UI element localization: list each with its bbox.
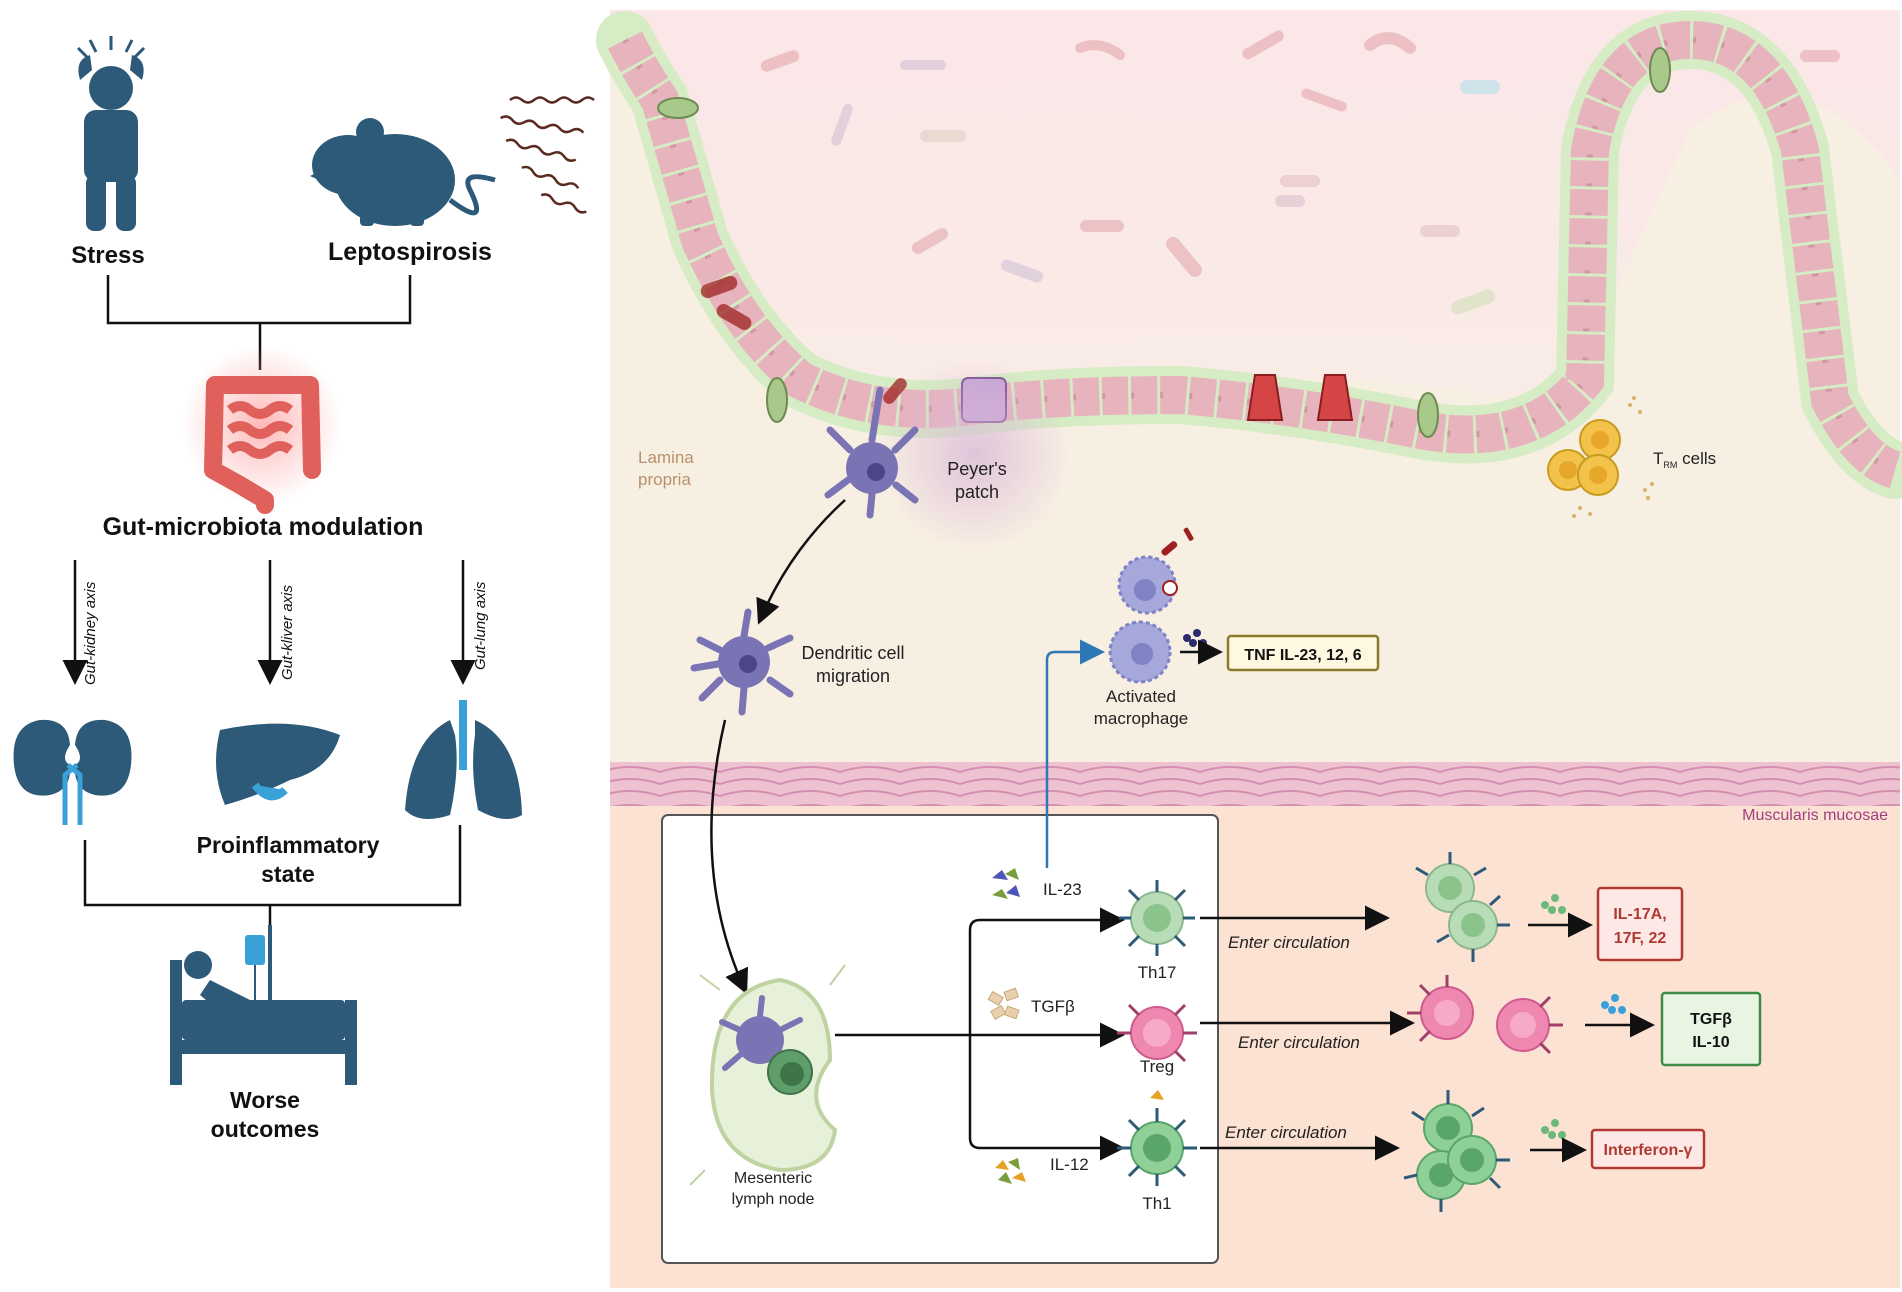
- gut-lung-axis-label: Gut-lung axis: [472, 581, 489, 670]
- th17-cytokine-label-1: IL-17A,: [1613, 906, 1666, 923]
- mouse-icon: [310, 118, 496, 226]
- gut-kidney-axis-label: Gut-kidney axis: [82, 581, 99, 685]
- activated-macrophage: [1108, 527, 1207, 684]
- dc-migration-label-2: migration: [816, 666, 890, 686]
- lamina-propria-label-1: Lamina: [638, 448, 694, 467]
- gut-icon: [182, 345, 342, 514]
- il12-cytokine-icon: [995, 1158, 1026, 1184]
- dc-to-lymph-node-arrow: [710, 719, 749, 995]
- activated-macrophage-label-1: Activated: [1106, 687, 1176, 706]
- il12-label: IL-12: [1050, 1155, 1089, 1174]
- tnf-cytokine-box: [1226, 634, 1380, 672]
- trm-cells: [1547, 396, 1654, 518]
- axis-arrows: [62, 560, 476, 685]
- circulation-arrows: [1200, 905, 1415, 1161]
- liver-icon: [216, 723, 340, 805]
- lumen-bacteria: [700, 30, 1840, 404]
- th1-cytokine-label: Interferon-γ: [1604, 1142, 1693, 1159]
- lungs-icon: [405, 700, 522, 819]
- worse-outcomes-label-2: outcomes: [211, 1116, 320, 1142]
- dc-migration-arrow-1: [756, 499, 846, 625]
- treg-label: Treg: [1140, 1057, 1174, 1076]
- muscularis-layer: [610, 762, 1900, 806]
- gut-liver-axis-label: Gut-kliver axis: [279, 584, 296, 680]
- th17-label: Th17: [1138, 963, 1177, 982]
- circulating-th17-cells: [1415, 852, 1566, 962]
- il23-to-macrophage-arrow: [1045, 639, 1105, 868]
- differentiation-arrows: [835, 907, 1125, 1161]
- il23-cytokine-icon: [992, 868, 1020, 899]
- peyers-patch-label-2: patch: [955, 482, 999, 502]
- kidney-icon: [13, 719, 132, 825]
- activated-macrophage-label-2: macrophage: [1094, 709, 1189, 728]
- patient-bed-icon: [170, 925, 357, 1085]
- proinflammatory-label-1: Proinflammatory: [197, 832, 380, 858]
- muscularis-mucosae-label: Muscularis mucosae: [1742, 807, 1888, 824]
- spirochete-icons: [499, 96, 595, 214]
- stress-label: Stress: [71, 242, 144, 269]
- mesenteric-lymph-node-icon: [689, 964, 846, 1186]
- peyers-patch-glow: [880, 360, 1070, 550]
- th17-cytokine-label-2: 17F, 22: [1614, 930, 1667, 947]
- enter-circulation-label-th17: Enter circulation: [1228, 933, 1350, 952]
- tnf-cytokine-label: TNF IL-23, 12, 6: [1244, 647, 1361, 664]
- th17-cell: [1119, 880, 1195, 956]
- dendritic-cell-migrating: [690, 608, 794, 716]
- enter-circulation-label-treg: Enter circulation: [1238, 1033, 1360, 1052]
- th1-cell: [1117, 1090, 1197, 1186]
- treg-cytokine-label-2: IL-10: [1692, 1034, 1729, 1051]
- leptospirosis-label: Leptospirosis: [328, 238, 492, 266]
- tgfb-label: TGFβ: [1031, 997, 1075, 1016]
- gut-microbiota-modulation-label: Gut-microbiota modulation: [103, 513, 424, 541]
- proinflammatory-label-2: state: [261, 861, 315, 887]
- tgfb-cytokine-icon: [987, 987, 1020, 1021]
- dc-migration-label-1: Dendritic cell: [801, 643, 904, 663]
- th1-cytokine-box: [1590, 1128, 1706, 1170]
- enter-circulation-label-th1: Enter circulation: [1225, 1123, 1347, 1142]
- th1-label: Th1: [1142, 1194, 1171, 1213]
- trm-cells-label: TRM cells: [1653, 449, 1716, 470]
- circulating-treg-cells: [1407, 975, 1626, 1055]
- lamina-propria-label-2: propria: [638, 470, 691, 489]
- treg-cytokine-label-1: TGFβ: [1690, 1011, 1732, 1028]
- treg-cell: [1117, 1003, 1197, 1063]
- lymph-node-label-2: lymph node: [732, 1191, 815, 1208]
- treg-cytokine-box: [1660, 991, 1762, 1067]
- circulating-th1-cells: [1403, 1090, 1566, 1212]
- lymph-node-label-1: Mesenteric: [734, 1170, 812, 1187]
- worse-outcomes-label-1: Worse: [230, 1087, 300, 1113]
- il23-label: IL-23: [1043, 880, 1082, 899]
- dendritic-cell-epithelial: [824, 386, 919, 519]
- th17-cytokine-box: [1596, 886, 1684, 962]
- stress-person-icon: [76, 36, 146, 231]
- peyers-patch-label-1: Peyer's: [947, 459, 1006, 479]
